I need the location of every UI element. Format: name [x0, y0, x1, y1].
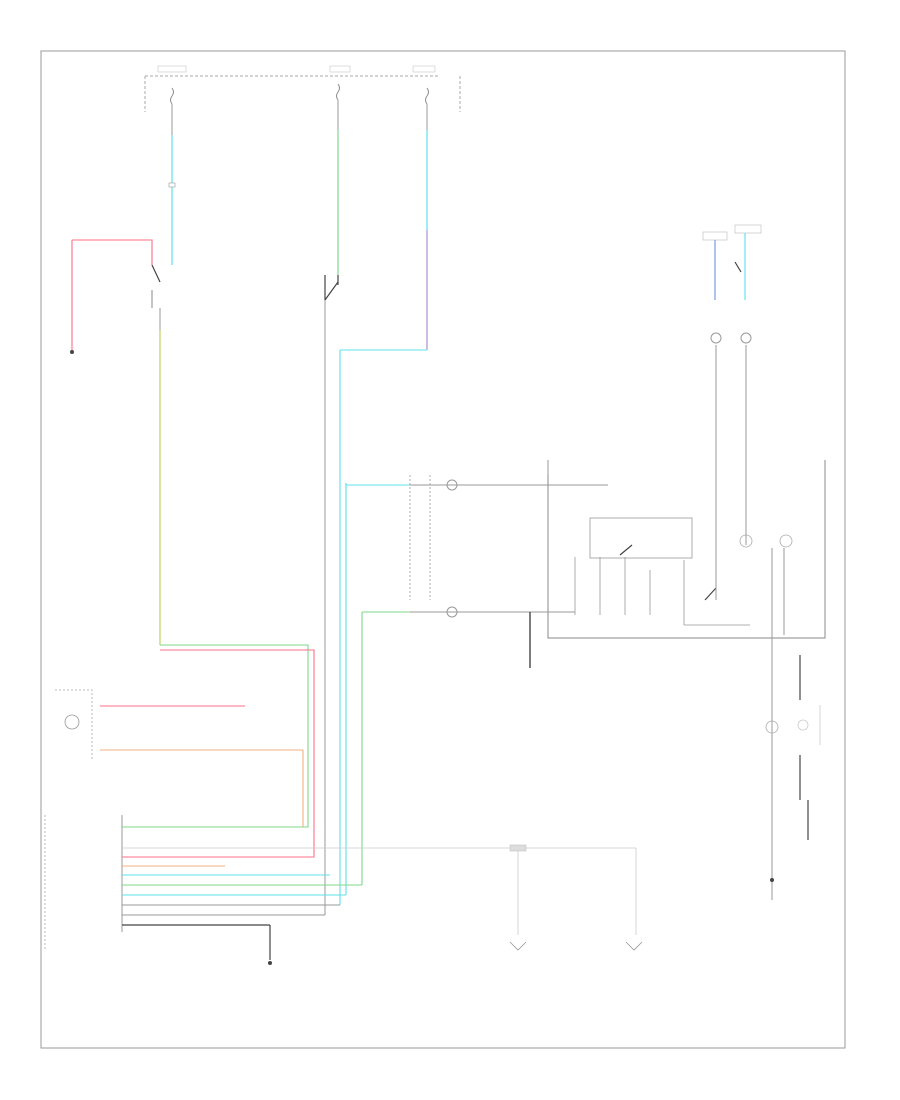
lamp-icon	[710, 332, 722, 344]
ground-icon	[268, 961, 272, 965]
ground-icon	[770, 878, 774, 882]
fuse-icon	[336, 83, 340, 101]
instrument-cluster	[55, 689, 304, 827]
switch-middle	[324, 275, 339, 915]
connector-icon	[625, 941, 643, 951]
diagram-frame	[40, 50, 846, 1049]
lamp-icon	[740, 332, 752, 344]
fuse-icon	[170, 87, 174, 105]
right-top-connectors	[702, 224, 762, 560]
connector-icon	[797, 719, 809, 731]
switch-icon	[704, 587, 717, 601]
speed-control-module	[44, 815, 636, 965]
ground-icon	[70, 350, 74, 354]
switch-icon	[151, 250, 173, 308]
lamp-icon	[779, 534, 793, 548]
lamp-icon	[765, 720, 779, 734]
lamp-icon	[739, 534, 753, 548]
right-lower-connectors	[765, 655, 821, 882]
ground-icon	[734, 261, 742, 273]
mid-connectors	[345, 475, 608, 895]
lamp-icon	[64, 714, 80, 730]
control-module-box	[547, 460, 826, 900]
connector-icon	[509, 941, 527, 951]
wire-left-fuse	[168, 104, 176, 250]
bottom-splice	[509, 844, 643, 951]
wire-right-fuse	[339, 104, 428, 905]
switch-icon	[619, 544, 633, 556]
fuse-panel-top	[144, 65, 461, 112]
switch-icon	[324, 275, 339, 301]
brake-switch-left	[70, 239, 173, 645]
wire-green-long	[160, 644, 315, 858]
connector-icon	[446, 479, 458, 491]
fuse-icon	[425, 87, 429, 105]
connector-icon	[446, 606, 458, 618]
